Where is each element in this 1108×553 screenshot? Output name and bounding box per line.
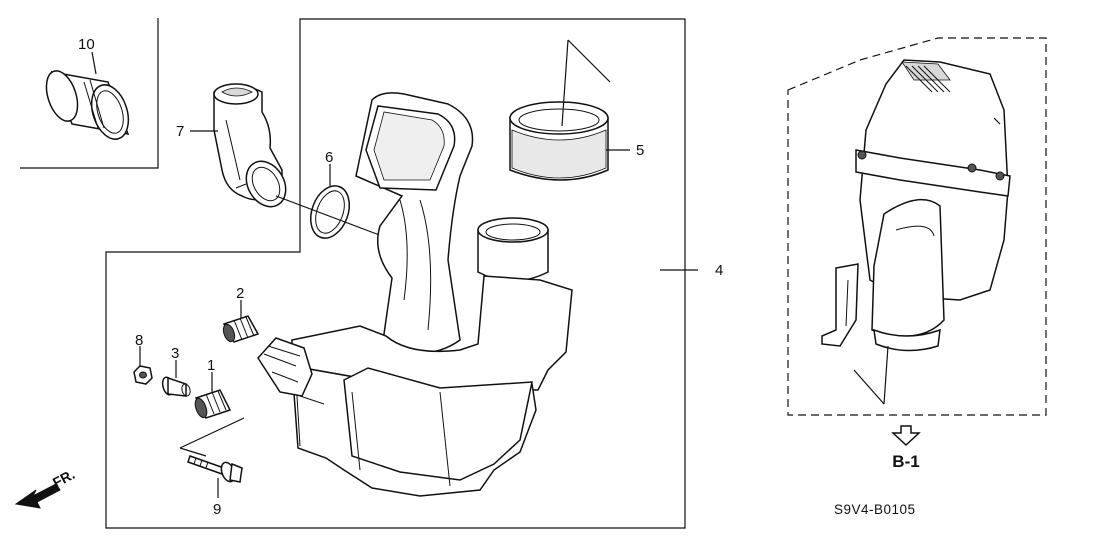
part-7-intake-duct-illustration — [213, 83, 287, 208]
reference-view-box — [787, 37, 1047, 416]
part-10-joint-illustration — [45, 70, 130, 140]
part-3-collar-illustration — [161, 376, 191, 397]
assembly-bracket — [105, 18, 686, 529]
reference-label: B-1 — [892, 452, 919, 471]
part-8-nut-illustration — [133, 365, 153, 385]
callout-9: 9 — [213, 501, 221, 518]
reference-view-illustration — [821, 59, 1011, 352]
part-9-bolt-illustration — [187, 455, 243, 483]
callout-4: 4 — [715, 262, 723, 279]
callout-6: 6 — [325, 149, 333, 166]
callout-3: 3 — [171, 345, 179, 362]
part-6-seal-illustration — [309, 185, 351, 239]
callout-7: 7 — [176, 123, 184, 140]
callout-1: 1 — [207, 357, 215, 374]
part-10-inset-box — [20, 18, 159, 169]
part-2-grommet-illustration — [222, 315, 260, 343]
part-1-grommet-illustration — [194, 389, 232, 419]
callout-10: 10 — [78, 36, 95, 53]
callout-5: 5 — [636, 142, 644, 159]
air-cleaner-housing-illustration — [257, 92, 573, 497]
part-5-filter-illustration — [509, 101, 609, 181]
front-direction-arrow-icon — [14, 483, 61, 509]
down-arrow-icon — [891, 425, 921, 447]
callout-8: 8 — [135, 332, 143, 349]
callout-2: 2 — [236, 285, 244, 302]
diagram-code: S9V4-B0105 — [834, 502, 916, 517]
